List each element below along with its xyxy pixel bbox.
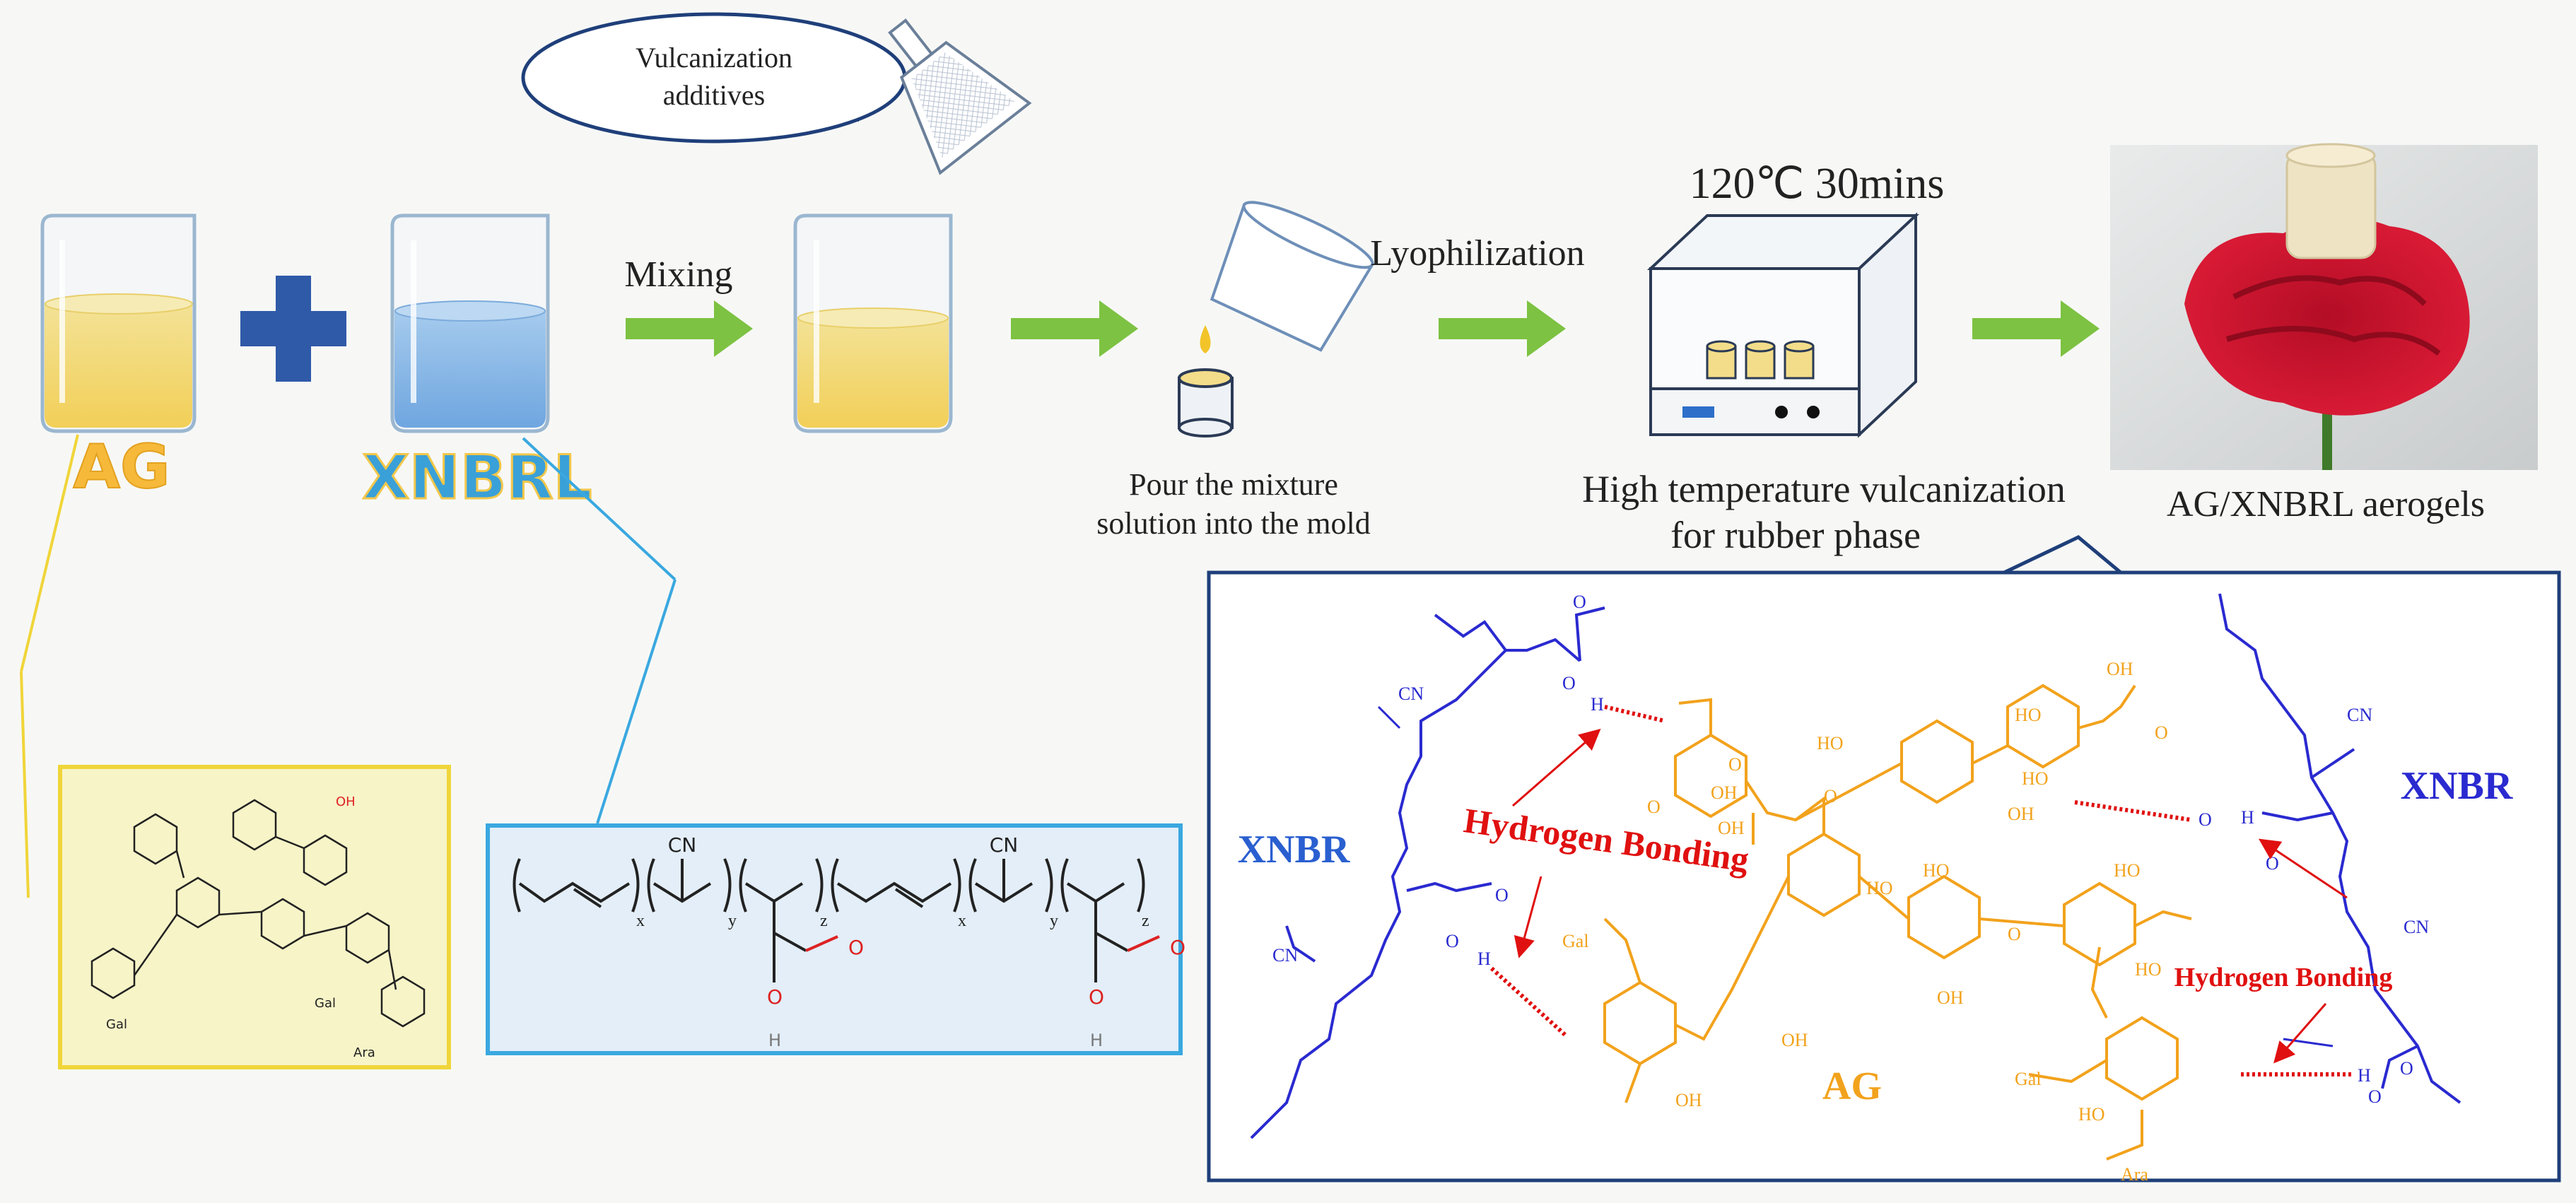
plus-icon <box>240 276 346 382</box>
svg-text:z: z <box>820 912 828 930</box>
svg-text:y: y <box>728 912 737 930</box>
arrow-lyophilization-icon <box>1439 300 1566 357</box>
svg-text:HO: HO <box>2078 1104 2105 1125</box>
vulcanization-label-line1: High temperature vulcanization <box>1582 468 2066 510</box>
ag-beaker-icon <box>40 213 197 433</box>
bubble-line1: Vulcanization <box>636 42 792 74</box>
xnbr-structure-inset: CN CN O O O O H H x y z x y z <box>486 823 1185 1055</box>
svg-text:OH: OH <box>1675 1090 1702 1110</box>
svg-text:CN: CN <box>2404 917 2429 937</box>
svg-text:HO: HO <box>2135 959 2162 980</box>
aerogel-photo <box>2110 143 2538 470</box>
svg-text:H: H <box>1591 694 1604 715</box>
svg-text:HO: HO <box>1817 733 1844 753</box>
pouring-cup-icon <box>1210 201 1375 352</box>
svg-text:O: O <box>2199 809 2212 830</box>
svg-text:H: H <box>1477 949 1491 969</box>
svg-text:x: x <box>958 912 966 930</box>
svg-text:y: y <box>1050 912 1058 930</box>
svg-text:OH: OH <box>336 794 356 809</box>
bubble-line2: additives <box>663 79 765 111</box>
mixed-beaker-icon <box>793 213 953 433</box>
arrow-mixing-icon <box>626 300 753 357</box>
svg-text:O: O <box>1824 786 1837 806</box>
svg-text:OH: OH <box>2107 659 2133 679</box>
svg-text:O: O <box>2008 924 2021 944</box>
svg-text:O: O <box>1089 985 1104 1009</box>
svg-text:H: H <box>1090 1031 1103 1050</box>
svg-text:OH: OH <box>1718 818 1745 838</box>
svg-text:z: z <box>1142 912 1149 930</box>
additives-bubble: Vulcanization additives <box>521 12 907 143</box>
svg-text:OH: OH <box>1781 1030 1808 1050</box>
pour-label-line2: solution into the mold <box>1096 506 1370 541</box>
svg-text:CN: CN <box>990 833 1019 857</box>
xnbrl-beaker-icon <box>390 213 550 433</box>
oven-icon <box>1646 212 1920 438</box>
svg-text:Gal: Gal <box>106 1017 127 1032</box>
ag-structure-inset: OH Gal Gal Ara <box>58 765 451 1069</box>
svg-text:CN: CN <box>1272 945 1298 966</box>
additive-bottle-icon <box>888 18 1032 175</box>
temperature-label: 120℃ 30mins <box>1690 160 1945 208</box>
mixing-label: Mixing <box>624 254 732 295</box>
svg-text:O: O <box>848 936 864 959</box>
svg-text:HO: HO <box>2114 860 2141 881</box>
svg-text:O: O <box>2266 853 2279 874</box>
svg-text:H: H <box>2358 1065 2371 1086</box>
svg-text:Gal: Gal <box>2015 1069 2042 1089</box>
svg-text:Ara: Ara <box>2121 1164 2148 1185</box>
svg-text:CN: CN <box>1398 683 1424 704</box>
liquid-drop-icon <box>1200 325 1211 353</box>
aerogels-label: AG/XNBRL aerogels <box>2167 484 2485 524</box>
xnbr-right-label: XNBR <box>2401 764 2513 808</box>
hydrogen-bonding-label-small: Hydrogen Bonding <box>2174 963 2393 992</box>
ag-center-label: AG <box>1822 1064 1882 1108</box>
svg-text:x: x <box>636 912 645 930</box>
svg-text:O: O <box>1647 797 1661 817</box>
interaction-panel: OH O HO HO OH HO O OH OH O O HO HO OH O … <box>1207 570 2561 1185</box>
svg-text:O: O <box>1562 673 1576 693</box>
pour-label-line1: Pour the mixture <box>1129 467 1338 502</box>
svg-text:OH: OH <box>2008 804 2035 824</box>
mold-icon <box>1178 368 1234 438</box>
svg-text:H: H <box>2241 807 2254 828</box>
svg-text:HO: HO <box>1866 878 1893 898</box>
lyophilization-label: Lyophilization <box>1370 233 1584 274</box>
svg-text:Gal: Gal <box>1562 931 1589 951</box>
ag-label: AG <box>73 432 170 503</box>
svg-text:O: O <box>1728 754 1742 775</box>
svg-text:OH: OH <box>1711 782 1738 803</box>
xnbrl-label: XNBRL <box>363 442 592 513</box>
svg-text:O: O <box>2155 722 2168 743</box>
svg-text:HO: HO <box>2015 705 2042 725</box>
svg-text:HO: HO <box>2022 768 2049 789</box>
svg-text:O: O <box>1170 936 1185 959</box>
arrow-pour-icon <box>1011 300 1138 357</box>
xnbr-left-label: XNBR <box>1238 828 1350 872</box>
svg-text:O: O <box>1573 592 1586 612</box>
svg-text:Ara: Ara <box>353 1045 375 1060</box>
svg-text:O: O <box>2400 1058 2413 1079</box>
svg-text:OH: OH <box>1937 987 1964 1008</box>
svg-text:HO: HO <box>1923 860 1950 881</box>
arrow-product-icon <box>1972 300 2100 357</box>
svg-text:CN: CN <box>668 833 697 857</box>
svg-text:Gal: Gal <box>315 996 336 1011</box>
svg-text:O: O <box>1495 885 1509 905</box>
vulcanization-label-line2: for rubber phase <box>1670 514 1921 556</box>
svg-text:CN: CN <box>2347 705 2372 725</box>
svg-text:O: O <box>2368 1086 2382 1107</box>
svg-text:O: O <box>1446 931 1459 951</box>
svg-text:O: O <box>767 985 783 1009</box>
svg-text:H: H <box>768 1031 781 1050</box>
